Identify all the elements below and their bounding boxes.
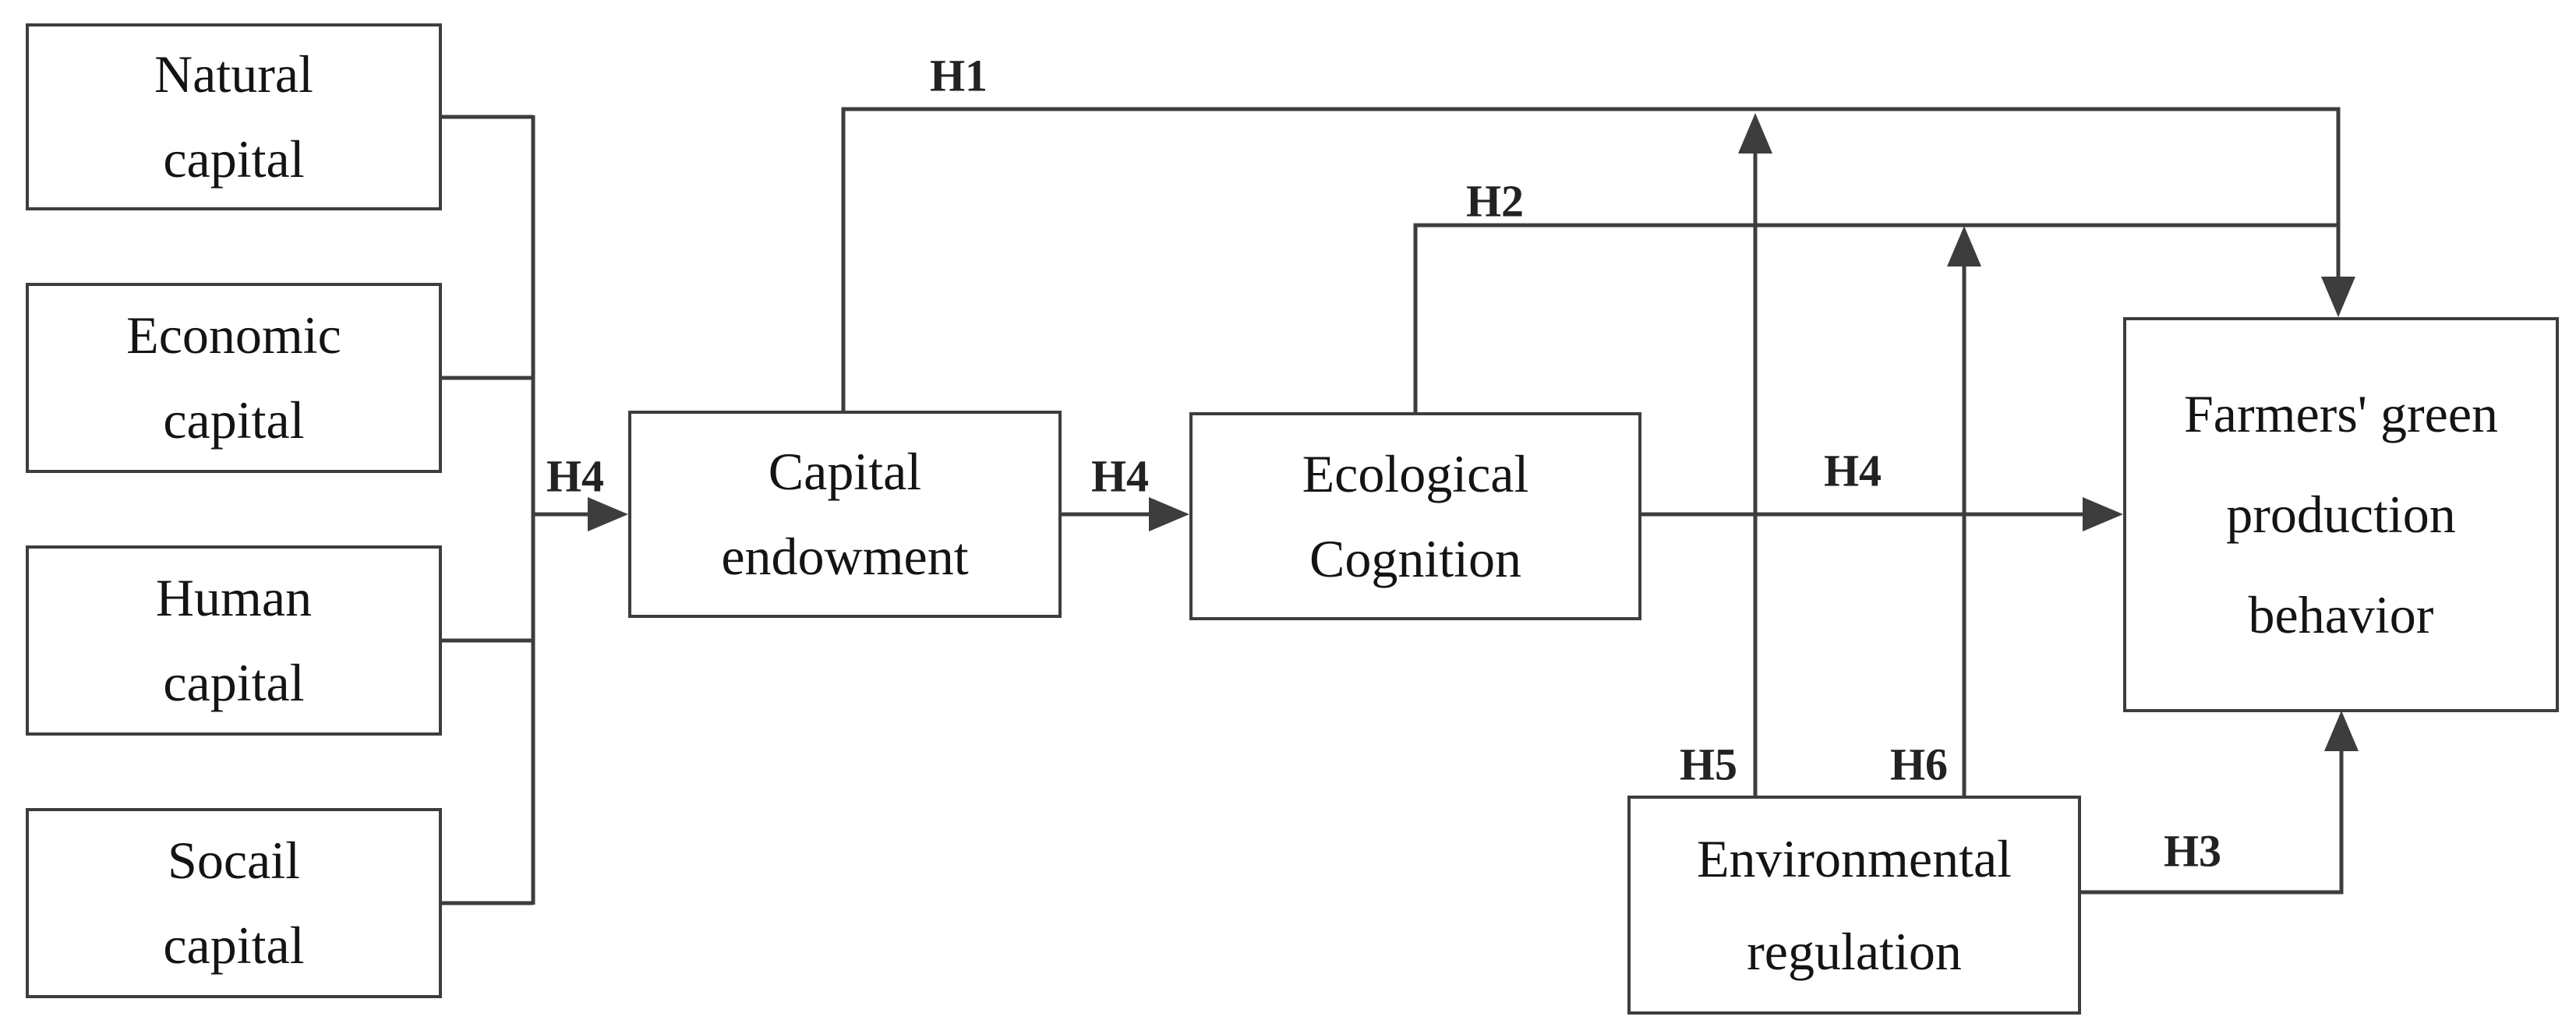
box-farmers-green-production-behavior-label: Farmers' green production behavior <box>2183 383 2499 645</box>
box-capital-endowment-label: Capital endowment <box>721 442 969 586</box>
label-h4-right: H4 <box>1823 445 1882 496</box>
box-human-capital: Human capital <box>26 545 442 736</box>
box-economic-capital: Economic capital <box>26 283 442 473</box>
h3-arrowhead <box>2324 711 2359 751</box>
box-natural-capital-label: Natural capital <box>154 44 313 189</box>
h4-arrow-2-arrowhead <box>1149 497 1189 531</box>
box-capital-endowment: Capital endowment <box>628 411 1062 618</box>
box-farmers-green-production-behavior: Farmers' green production behavior <box>2123 317 2559 712</box>
h1-path <box>841 107 2341 411</box>
label-h2: H2 <box>1465 175 1525 227</box>
h3-arrow-shaft <box>2081 751 2344 895</box>
h6-arrowhead <box>1947 226 1981 266</box>
box-human-capital-label: Human capital <box>155 568 313 712</box>
box-socail-capital-label: Socail capital <box>163 831 305 975</box>
label-h3: H3 <box>2163 825 2222 877</box>
label-h6: H6 <box>1889 739 1949 790</box>
label-h4-left: H4 <box>546 450 605 502</box>
h4-arrow-1-arrowhead <box>588 497 628 531</box>
box-natural-capital: Natural capital <box>26 23 442 210</box>
box-ecological-cognition-label: Ecological Cognition <box>1302 443 1529 588</box>
box-environmental-regulation: Environmental regulation <box>1627 796 2081 1015</box>
h4-arrow-3-arrowhead <box>2083 497 2123 531</box>
h2-path <box>1413 223 2338 412</box>
box-socail-capital: Socail capital <box>26 808 442 998</box>
label-h1: H1 <box>929 50 988 101</box>
box-economic-capital-label: Economic capital <box>126 305 341 450</box>
box-environmental-regulation-label: Environmental regulation <box>1696 828 2012 981</box>
h1-arrowhead <box>2321 277 2355 317</box>
h5-arrowhead <box>1738 113 1772 154</box>
label-h4-mid: H4 <box>1090 450 1150 502</box>
label-h5: H5 <box>1679 739 1738 790</box>
box-ecological-cognition: Ecological Cognition <box>1189 412 1641 620</box>
